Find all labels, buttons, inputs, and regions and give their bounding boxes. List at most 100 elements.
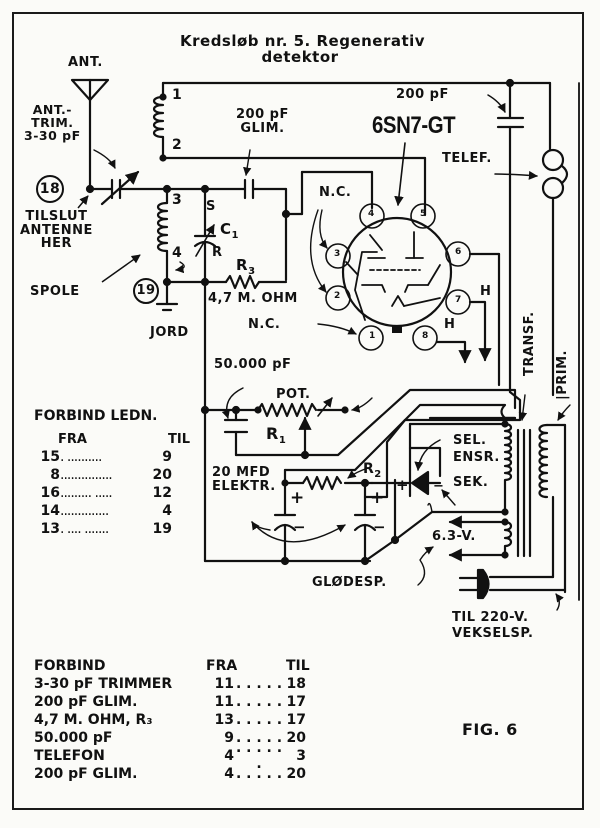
tube-socket bbox=[341, 216, 453, 333]
table-row: 8...............20 bbox=[34, 466, 190, 484]
nc-label-top: N.C. bbox=[319, 185, 352, 200]
dots: . .......... bbox=[60, 449, 102, 465]
r2-label: R2 bbox=[363, 462, 382, 480]
antenna-trimmer-capacitor bbox=[88, 149, 167, 206]
ground-icon bbox=[155, 280, 179, 312]
label-line: TRIM. bbox=[31, 115, 74, 131]
electrolytic-capacitor-2 bbox=[353, 481, 377, 563]
dots: . . . . . bbox=[235, 730, 283, 746]
r2-letter: R bbox=[363, 461, 375, 477]
pot-label: POT. bbox=[276, 387, 311, 402]
til-cell: 9 bbox=[162, 449, 172, 465]
fra-cell: 11 bbox=[214, 676, 234, 692]
fra-cell: 14 bbox=[40, 503, 60, 519]
til-cell: 3 bbox=[296, 748, 306, 764]
selenium-rectifier-label: SEL. ENSR. SEK. bbox=[453, 433, 500, 492]
dots: . .... ....... bbox=[60, 521, 109, 537]
mains-label: TIL 220-V. VEKSELSP. bbox=[452, 610, 533, 641]
r3-subscript: 3 bbox=[248, 266, 256, 277]
til-cell: 17 bbox=[286, 712, 306, 728]
til-cell: 20 bbox=[286, 766, 306, 782]
c1-subscript: 1 bbox=[231, 230, 239, 241]
til-cell: 20 bbox=[152, 467, 172, 483]
plus-sign: + bbox=[290, 488, 305, 508]
c1-s-label: S bbox=[206, 199, 216, 214]
junction-dot bbox=[280, 556, 290, 566]
primary-text: PRIM. bbox=[555, 350, 570, 395]
label-line: TILSLUT bbox=[25, 209, 88, 224]
dots: .............. bbox=[60, 503, 109, 519]
header-til: TIL bbox=[286, 658, 310, 674]
label-line: ENSR. bbox=[453, 449, 500, 465]
fra-cell: 11 bbox=[214, 694, 234, 710]
fra-cell: 15 bbox=[40, 449, 60, 465]
r1-label: R1 bbox=[266, 425, 287, 447]
electrolytic-capacitor-1 bbox=[273, 481, 297, 563]
r1-subscript: 1 bbox=[278, 435, 287, 447]
table-row: 14.............. 4 bbox=[34, 502, 190, 520]
c1-r-label: R bbox=[212, 245, 223, 260]
coil-tap-4: 4 bbox=[172, 245, 183, 261]
r3-value-label: 4,7 M. OHM bbox=[208, 291, 298, 306]
coil-tap-3: 3 bbox=[172, 192, 183, 208]
label-line: ELEKTR. bbox=[212, 478, 276, 494]
variable-capacitor-c1 bbox=[193, 187, 217, 284]
label-line: 3-30 pF bbox=[24, 128, 81, 144]
electrolytic-label: 20 MFD ELEKTR. bbox=[212, 466, 276, 493]
til-cell: 20 bbox=[286, 730, 306, 746]
tap-dot bbox=[159, 93, 167, 101]
plus-sign: + bbox=[396, 476, 410, 494]
tube-pin-5: 5 bbox=[420, 209, 427, 219]
til-cell: 4 bbox=[162, 503, 172, 519]
til-cell: 17 bbox=[286, 694, 306, 710]
wiring-table-1-title: FORBIND LEDN. bbox=[34, 408, 158, 424]
fra-cell: 13 bbox=[214, 712, 234, 728]
label-line: TIL 220-V. bbox=[452, 610, 529, 625]
resistor-r3 bbox=[203, 274, 288, 290]
item-cell: 4,7 M. OHM, R₃ bbox=[34, 712, 153, 728]
label-line: 200 pF bbox=[236, 107, 289, 122]
r3-label: R3 bbox=[236, 256, 256, 278]
item-cell: 200 pF GLIM. bbox=[34, 694, 138, 710]
transformer-label: TRANSF. bbox=[522, 311, 537, 376]
r3-letter: R bbox=[236, 256, 249, 274]
table-row: 13. .... .......19 bbox=[34, 520, 190, 538]
junction-dot bbox=[501, 508, 509, 516]
heater-label-2: H bbox=[444, 317, 456, 332]
junction-dot bbox=[254, 406, 262, 414]
spole-label: SPOLE bbox=[30, 284, 80, 299]
c1-label: C1 bbox=[220, 221, 239, 242]
fra-cell: 4 bbox=[224, 748, 234, 764]
table-row: 16......... .....12 bbox=[34, 484, 190, 502]
r2-subscript: 2 bbox=[374, 468, 382, 480]
antenna-trimmer-label: ANT.- TRIM. 3-30 pF bbox=[24, 103, 81, 144]
dots: . . . . . bbox=[235, 766, 283, 782]
tube-pin-4: 4 bbox=[368, 209, 375, 219]
plus-sign: + bbox=[370, 488, 385, 508]
title-line-2: detektor bbox=[261, 47, 339, 66]
spacer bbox=[453, 467, 500, 475]
minus-sign: − bbox=[373, 518, 387, 536]
tilslut-antenne-label: TILSLUT ANTENNE HER bbox=[20, 210, 93, 251]
tickler-coil bbox=[152, 81, 512, 217]
wiring-table-2-header: FORBIND FRA TIL bbox=[34, 657, 310, 675]
resistor-r2 bbox=[283, 467, 374, 491]
table-row: 200 pF GLIM.11. . . . .17 bbox=[34, 693, 310, 711]
grid-capacitor-label: 200 pF GLIM. bbox=[236, 108, 289, 135]
tube-pin-7: 7 bbox=[455, 295, 462, 305]
dots: . . . . . bbox=[235, 676, 283, 692]
glodesp-label: GLØDESP. bbox=[312, 575, 387, 590]
fra-cell: 4 bbox=[224, 766, 234, 782]
coil-tap-2: 2 bbox=[172, 137, 183, 153]
dots: . . . . . . bbox=[235, 740, 283, 772]
dots: ......... ..... bbox=[60, 485, 113, 501]
dots: ............... bbox=[60, 467, 113, 483]
tap-dot bbox=[159, 154, 167, 162]
tube-pin-3: 3 bbox=[334, 249, 341, 259]
